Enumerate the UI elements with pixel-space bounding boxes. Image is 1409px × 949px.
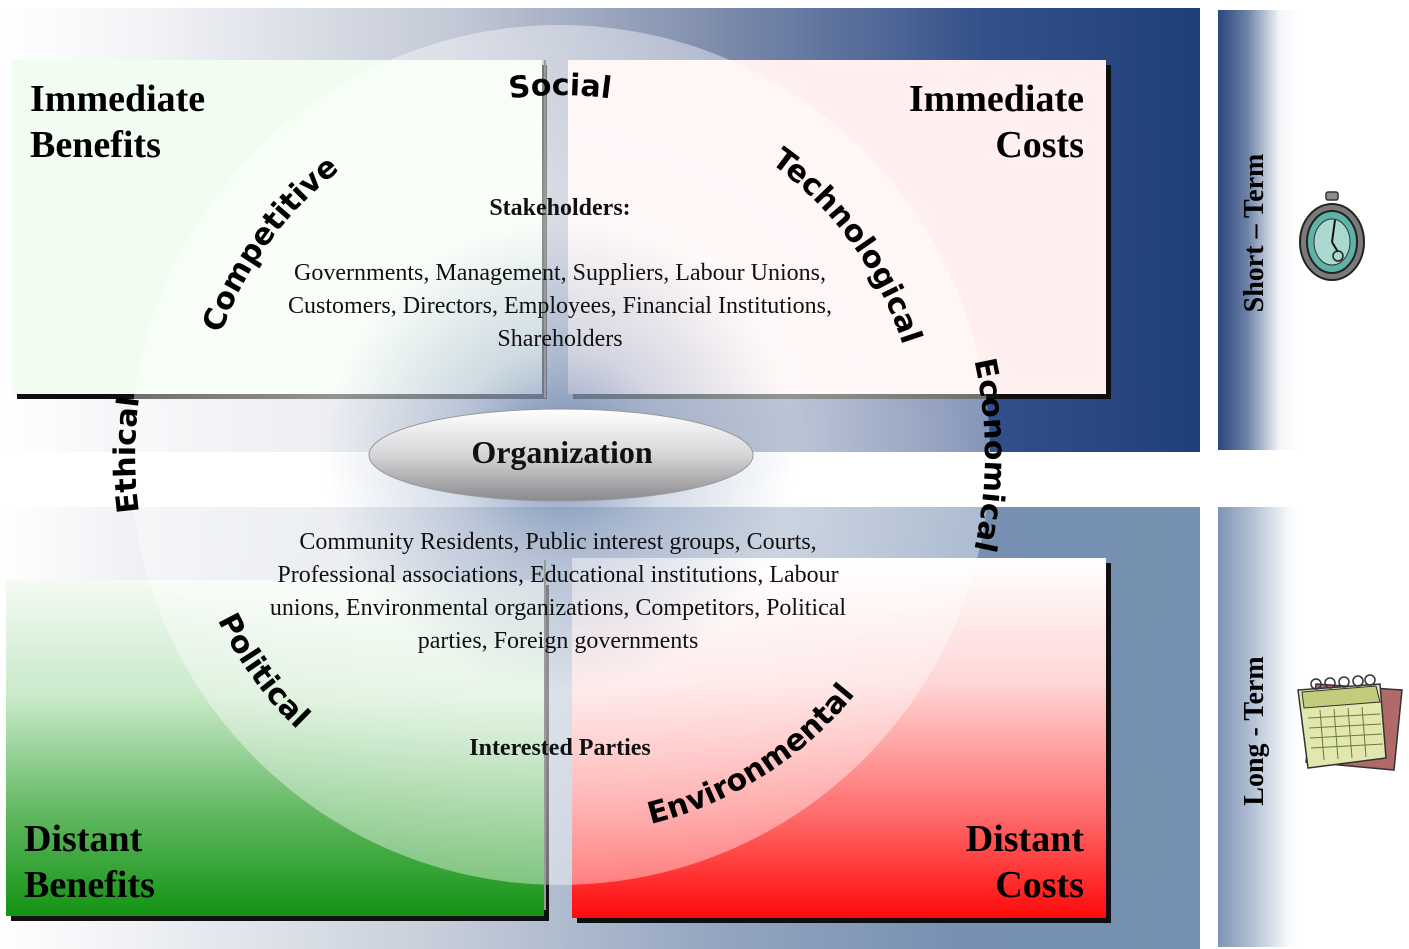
short-term-label: Short – Term [1239,153,1270,313]
distant-costs-label: Distant Costs [965,818,1084,906]
stakeholders-title: Stakeholders: [489,195,631,221]
calendar-icon [1297,674,1403,771]
long-term-side-panel [1218,507,1300,947]
long-term-label: Long - Term [1239,656,1270,806]
interested-parties-title: Interested Parties [469,735,651,761]
short-term-side-panel [1218,10,1300,450]
stakeholders-list: Governments, Management, Suppliers, Labo… [288,260,832,352]
stopwatch-icon [1299,191,1365,281]
immediate-benefits-label: Immediate Benefits [30,78,206,166]
label-social: Social [507,68,614,106]
interested-parties-list: Community Residents, Public interest gro… [269,529,847,654]
label-ethical: Ethical [108,395,147,516]
distant-benefits-label: Distant Benefits [24,818,155,906]
organization-label: Organization [471,434,653,470]
organization-oval [368,408,754,502]
immediate-costs-label: Immediate Costs [908,78,1084,166]
